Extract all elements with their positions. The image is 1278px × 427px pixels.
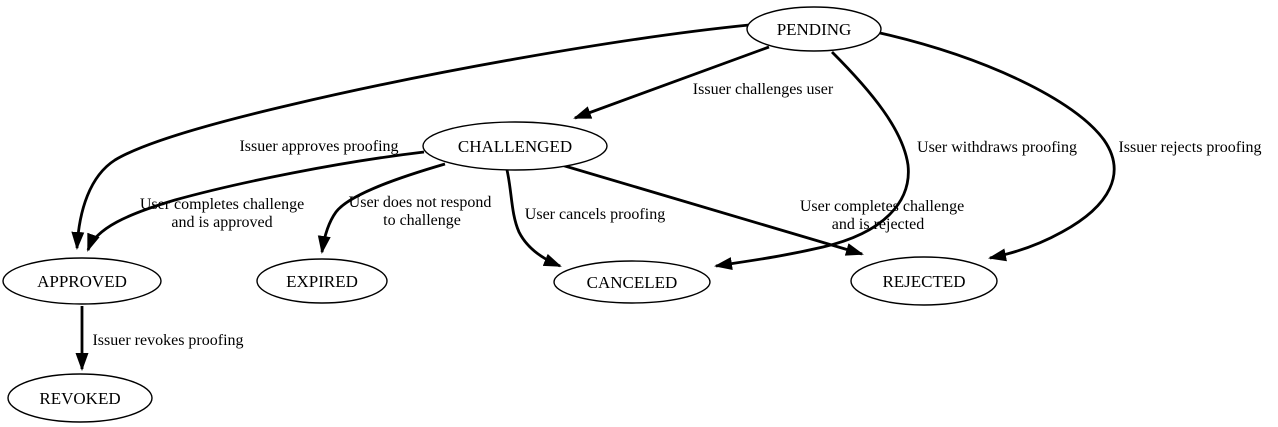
edge-label-pending-canceled: User withdraws proofing bbox=[917, 139, 1077, 156]
edge-labels: Issuer challenges user Issuer approves p… bbox=[92, 81, 1261, 349]
edge-label-challenged-rejected: User completes challenge and is rejected bbox=[800, 198, 964, 233]
edge-challenged-expired bbox=[317, 162, 446, 254]
edges bbox=[71, 23, 1116, 371]
edge-label-challenged-expired-line1: User does not respond bbox=[349, 194, 492, 211]
node-expired: EXPIRED bbox=[256, 258, 388, 304]
node-revoked-label: REVOKED bbox=[39, 389, 120, 408]
edge-label-challenged-rejected-line2: and is rejected bbox=[832, 216, 924, 233]
edge-label-pending-challenged: Issuer challenges user bbox=[693, 81, 834, 98]
nodes: PENDING CHALLENGED APPROVED EXPIRED CANC… bbox=[2, 6, 998, 423]
edge-label-challenged-approved-line2: and is approved bbox=[171, 214, 272, 231]
node-approved: APPROVED bbox=[2, 257, 162, 305]
edge-label-pending-rejected: Issuer rejects proofing bbox=[1118, 139, 1261, 156]
edge-challenged-canceled bbox=[505, 169, 562, 268]
node-pending: PENDING bbox=[746, 6, 882, 52]
edge-label-pending-approved: Issuer approves proofing bbox=[239, 138, 398, 155]
edge-challenged-approved bbox=[86, 150, 425, 252]
edge-pending-approved bbox=[71, 23, 750, 250]
edge-pending-challenged bbox=[573, 45, 770, 120]
node-revoked: REVOKED bbox=[7, 373, 153, 423]
edge-label-challenged-rejected-line1: User completes challenge bbox=[800, 198, 964, 215]
node-canceled: CANCELED bbox=[553, 260, 711, 304]
node-approved-label: APPROVED bbox=[37, 272, 127, 291]
edge-pending-rejected bbox=[879, 31, 1116, 262]
edge-pending-canceled bbox=[714, 51, 910, 270]
node-canceled-label: CANCELED bbox=[587, 273, 678, 292]
node-pending-label: PENDING bbox=[777, 20, 852, 39]
node-challenged: CHALLENGED bbox=[422, 121, 608, 171]
edge-label-approved-revoked: Issuer revokes proofing bbox=[92, 332, 243, 349]
edge-label-challenged-expired: User does not respond to challenge bbox=[349, 194, 492, 229]
node-rejected-label: REJECTED bbox=[882, 272, 965, 291]
edge-label-challenged-approved-line1: User completes challenge bbox=[140, 196, 304, 213]
edge-label-challenged-canceled: User cancels proofing bbox=[525, 206, 665, 223]
node-rejected: REJECTED bbox=[850, 256, 998, 306]
edge-challenged-rejected bbox=[547, 159, 864, 256]
edge-label-challenged-expired-line2: to challenge bbox=[383, 212, 461, 229]
node-challenged-label: CHALLENGED bbox=[458, 137, 572, 156]
node-expired-label: EXPIRED bbox=[286, 272, 358, 291]
edge-label-challenged-approved: User completes challenge and is approved bbox=[140, 196, 304, 231]
